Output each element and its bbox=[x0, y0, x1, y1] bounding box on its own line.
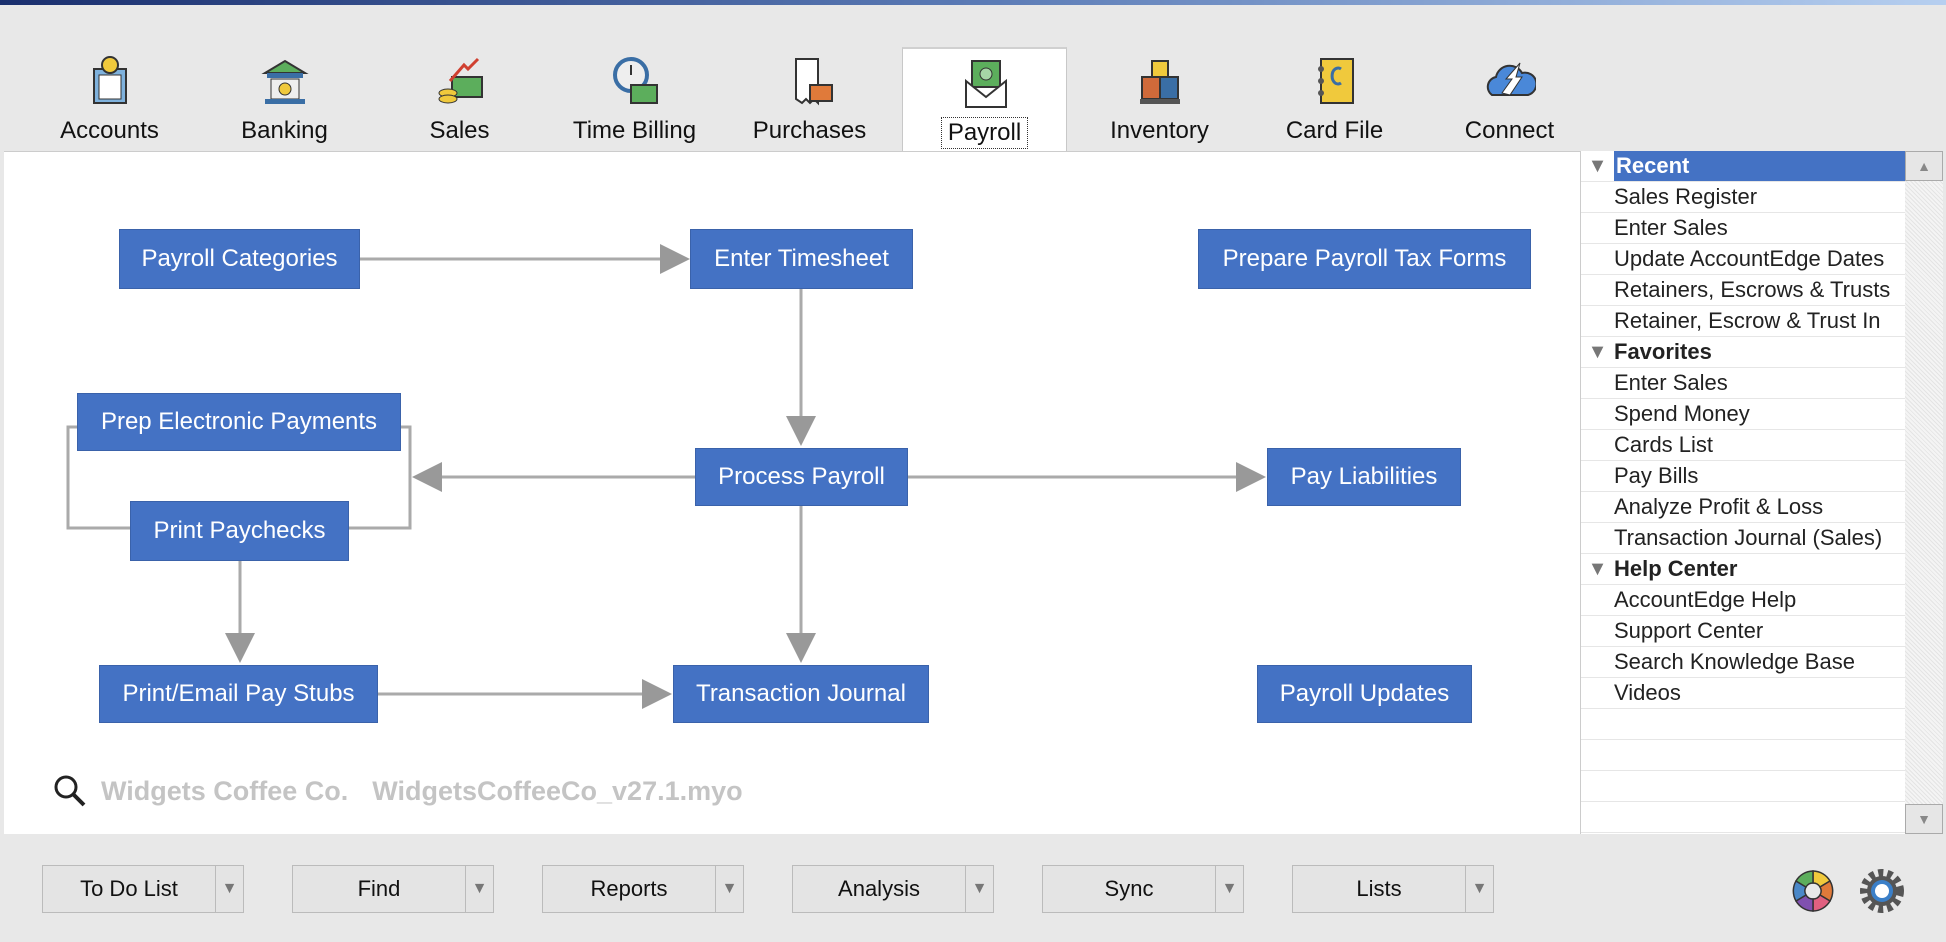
sidebar-link[interactable]: Enter Sales bbox=[1581, 368, 1905, 399]
tab-label: Purchases bbox=[752, 117, 867, 144]
payroll-categories-button[interactable]: Payroll Categories bbox=[119, 229, 360, 289]
sidebar-link[interactable]: Support Center bbox=[1581, 616, 1905, 647]
sidebar-link[interactable]: Update AccountEdge Dates bbox=[1581, 244, 1905, 275]
tab-payroll[interactable]: Payroll bbox=[902, 47, 1067, 152]
tab-label: Banking bbox=[241, 117, 328, 144]
tab-purchases[interactable]: Purchases bbox=[727, 47, 892, 151]
card-file-icon bbox=[1318, 58, 1354, 104]
pay-liabilities-button[interactable]: Pay Liabilities bbox=[1267, 448, 1461, 506]
section-header-help[interactable]: ▼Help Center bbox=[1581, 554, 1905, 585]
search-icon[interactable] bbox=[53, 774, 87, 808]
connect-icon bbox=[1486, 62, 1536, 96]
tab-label: Inventory bbox=[1110, 117, 1209, 144]
flow-connectors bbox=[66, 244, 1266, 709]
payroll-icon bbox=[965, 60, 1007, 108]
process-payroll-button[interactable]: Process Payroll bbox=[695, 448, 908, 506]
collapse-triangle-icon[interactable]: ▼ bbox=[1587, 558, 1608, 580]
print-paychecks-button[interactable]: Print Paychecks bbox=[130, 501, 349, 561]
reports-group: Reports▼ bbox=[542, 865, 744, 913]
color-wheel-icon[interactable] bbox=[1790, 868, 1836, 914]
sync-button[interactable]: Sync bbox=[1042, 865, 1216, 913]
sync-dropdown-arrow-icon[interactable]: ▼ bbox=[1216, 865, 1244, 913]
sidebar-link[interactable]: Retainer, Escrow & Trust In bbox=[1581, 306, 1905, 337]
purchases-icon bbox=[795, 58, 833, 106]
empty-row bbox=[1581, 740, 1905, 771]
empty-row bbox=[1581, 709, 1905, 740]
sidebar-link[interactable]: Pay Bills bbox=[1581, 461, 1905, 492]
lists-group: Lists▼ bbox=[1292, 865, 1494, 913]
sidebar-scrollbar[interactable]: ▲ ▼ bbox=[1905, 151, 1943, 834]
transaction-journal-button[interactable]: Transaction Journal bbox=[673, 665, 929, 723]
to-do-list-dropdown-arrow-icon[interactable]: ▼ bbox=[216, 865, 244, 913]
scroll-down-button[interactable]: ▼ bbox=[1905, 804, 1943, 834]
accounts-icon bbox=[93, 56, 127, 104]
analysis-button[interactable]: Analysis bbox=[792, 865, 966, 913]
tab-label: Payroll bbox=[941, 117, 1028, 149]
print-email-pay-stubs-button[interactable]: Print/Email Pay Stubs bbox=[99, 665, 378, 723]
tab-card-file[interactable]: Card File bbox=[1252, 47, 1417, 151]
company-file-name: WidgetsCoffeeCo_v27.1.myo bbox=[372, 775, 743, 806]
section-header-recent[interactable]: ▼Recent bbox=[1581, 151, 1905, 182]
tab-label: Connect bbox=[1464, 117, 1555, 144]
section-header-favorites[interactable]: ▼Favorites bbox=[1581, 337, 1905, 368]
sidebar-link[interactable]: Sales Register bbox=[1581, 182, 1905, 213]
tab-banking[interactable]: Banking bbox=[202, 47, 367, 151]
empty-row bbox=[1581, 771, 1905, 802]
sidebar-link[interactable]: AccountEdge Help bbox=[1581, 585, 1905, 616]
tab-sales[interactable]: Sales bbox=[377, 47, 542, 151]
tab-time-billing[interactable]: Time Billing bbox=[552, 47, 717, 151]
time-billing-icon bbox=[613, 57, 658, 104]
sidebar-link[interactable]: Videos bbox=[1581, 678, 1905, 709]
company-name: Widgets Coffee Co. bbox=[101, 775, 349, 806]
sidebar-link[interactable]: Enter Sales bbox=[1581, 213, 1905, 244]
collapse-triangle-icon[interactable]: ▼ bbox=[1587, 155, 1608, 177]
company-file-info: Widgets Coffee Co. WidgetsCoffeeCo_v27.1… bbox=[53, 774, 743, 808]
sidebar-link[interactable]: Cards List bbox=[1581, 430, 1905, 461]
tab-label: Accounts bbox=[60, 117, 159, 144]
tab-connect[interactable]: Connect bbox=[1427, 47, 1592, 151]
analysis-dropdown-arrow-icon[interactable]: ▼ bbox=[966, 865, 994, 913]
sidebar-link[interactable]: Transaction Journal (Sales) bbox=[1581, 523, 1905, 554]
to-do-list-button[interactable]: To Do List bbox=[42, 865, 216, 913]
sidebar-link[interactable]: Spend Money bbox=[1581, 399, 1905, 430]
to-do-list-group: To Do List▼ bbox=[42, 865, 244, 913]
tab-label: Sales bbox=[429, 117, 490, 144]
payroll-flowchart: Payroll Categories Enter Timesheet Prepa… bbox=[4, 151, 1580, 834]
find-group: Find▼ bbox=[292, 865, 494, 913]
empty-row bbox=[1581, 802, 1905, 833]
tab-label: Time Billing bbox=[572, 117, 697, 144]
tab-accounts[interactable]: Accounts bbox=[27, 47, 192, 151]
settings-gear-icon[interactable] bbox=[1858, 867, 1906, 915]
banking-icon bbox=[261, 59, 309, 104]
title-bar bbox=[0, 0, 1946, 5]
tab-label: Card File bbox=[1285, 117, 1384, 144]
scroll-up-button[interactable]: ▲ bbox=[1905, 151, 1943, 181]
sidebar-link[interactable]: Retainers, Escrows & Trusts bbox=[1581, 275, 1905, 306]
find-button[interactable]: Find bbox=[292, 865, 466, 913]
reports-dropdown-arrow-icon[interactable]: ▼ bbox=[716, 865, 744, 913]
payroll-updates-button[interactable]: Payroll Updates bbox=[1257, 665, 1472, 723]
analysis-group: Analysis▼ bbox=[792, 865, 994, 913]
tab-inventory[interactable]: Inventory bbox=[1077, 47, 1242, 151]
lists-dropdown-arrow-icon[interactable]: ▼ bbox=[1466, 865, 1494, 913]
prepare-payroll-tax-forms-button[interactable]: Prepare Payroll Tax Forms bbox=[1198, 229, 1531, 289]
find-dropdown-arrow-icon[interactable]: ▼ bbox=[466, 865, 494, 913]
sidebar-link[interactable]: Analyze Profit & Loss bbox=[1581, 492, 1905, 523]
reports-button[interactable]: Reports bbox=[542, 865, 716, 913]
sidebar-link[interactable]: Search Knowledge Base bbox=[1581, 647, 1905, 678]
sales-icon bbox=[438, 57, 483, 104]
inventory-icon bbox=[1140, 60, 1180, 104]
lists-button[interactable]: Lists bbox=[1292, 865, 1466, 913]
collapse-triangle-icon[interactable]: ▼ bbox=[1587, 341, 1608, 363]
prep-electronic-payments-button[interactable]: Prep Electronic Payments bbox=[77, 393, 401, 451]
sync-group: Sync▼ bbox=[1042, 865, 1244, 913]
enter-timesheet-button[interactable]: Enter Timesheet bbox=[690, 229, 913, 289]
